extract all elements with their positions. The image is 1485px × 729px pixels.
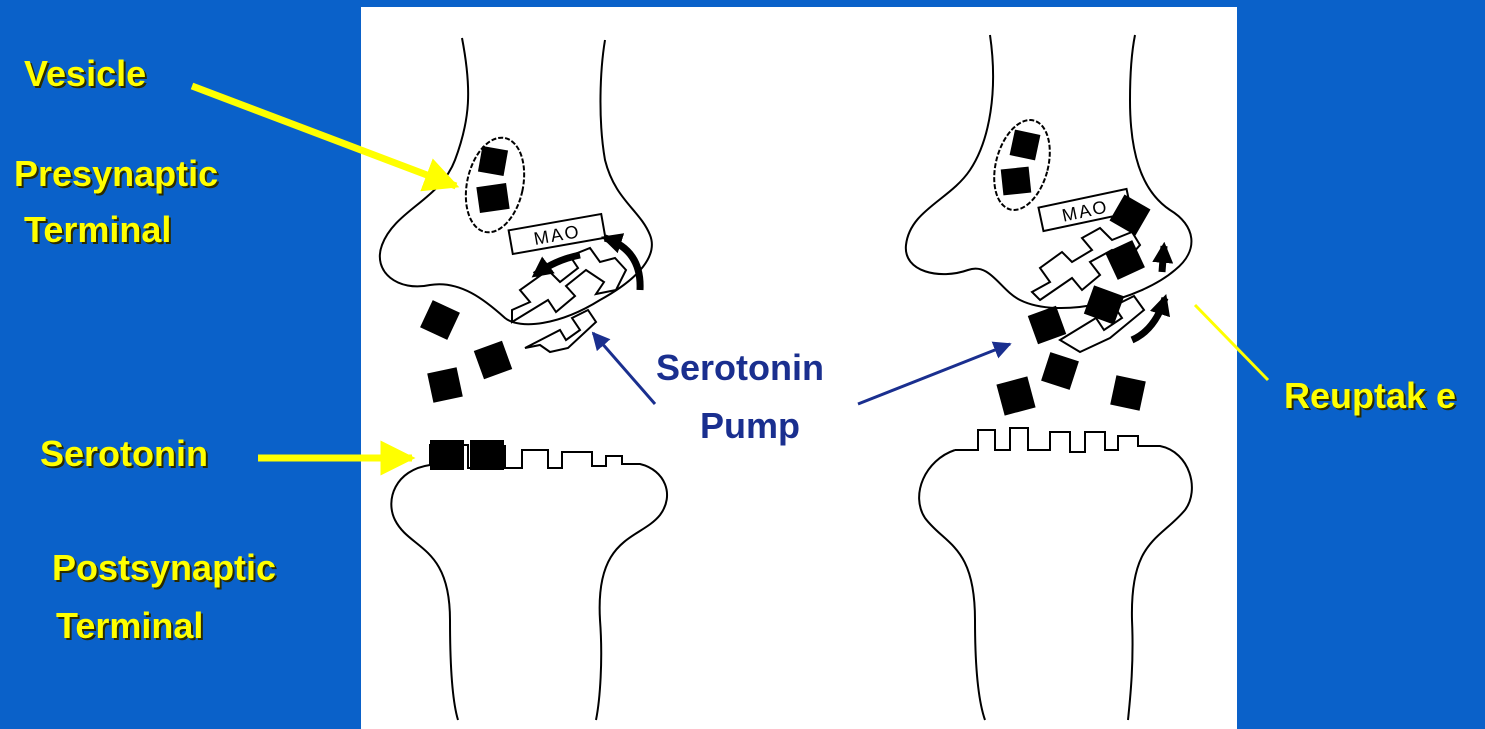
vesicle-pointer-arrow: [192, 86, 456, 186]
right-cleft-serotonin: [996, 352, 1145, 415]
right-postsynaptic-terminal: [919, 428, 1192, 720]
postsynaptic-label-line2: Terminal: [56, 604, 203, 648]
left-postsynaptic-terminal: [391, 445, 667, 720]
reuptake-label: Reuptak e: [1284, 374, 1456, 418]
vesicle-label: Vesicle: [24, 52, 146, 96]
presynaptic-label-line1: Presynaptic: [14, 152, 218, 196]
right-vesicle-serotonin: [1001, 130, 1041, 196]
left-serotonin-pump: [512, 248, 626, 352]
left-cleft-serotonin: [420, 300, 512, 403]
presynaptic-label-line2: Terminal: [24, 208, 171, 252]
serotonin-pump-label-line1: Serotonin: [656, 346, 824, 390]
reuptake-pointer-line: [1195, 305, 1268, 380]
postsynaptic-label-line1: Postsynaptic: [52, 546, 276, 590]
right-vesicle: [985, 114, 1059, 216]
serotonin-pump-label-line2: Pump: [700, 404, 800, 448]
pump-pointer-arrow-left: [593, 333, 655, 404]
pump-pointer-arrow-right: [858, 344, 1010, 404]
serotonin-label: Serotonin: [40, 432, 208, 476]
left-vesicle-serotonin: [476, 146, 509, 213]
